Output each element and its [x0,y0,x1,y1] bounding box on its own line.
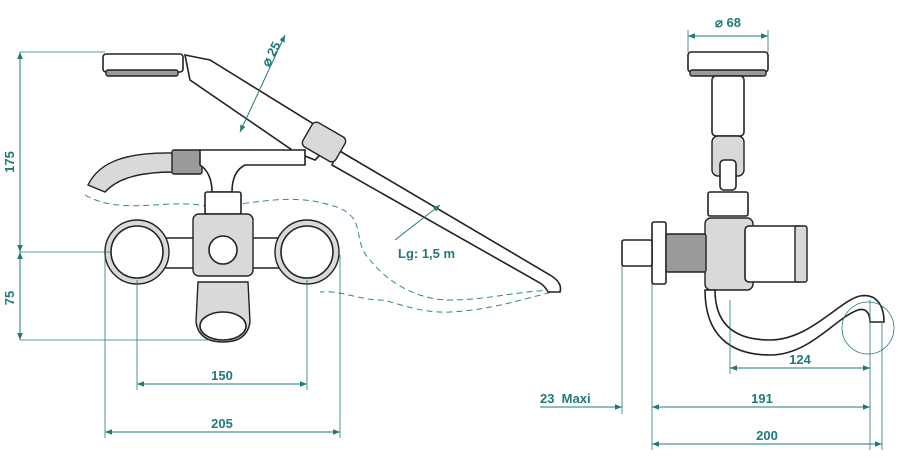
side-shower-head [687,51,769,73]
inlet-nut [665,233,707,273]
front-view [84,53,562,343]
dim-label-124: 124 [789,352,811,367]
dim-label-175: 175 [2,151,17,173]
shower-handle-sleeve [301,121,347,163]
diverter-knob-cap [199,311,247,341]
side-shower-handle [711,75,745,137]
mixer-center-cap [208,235,238,265]
coupling-nut [204,191,242,215]
dim-label-205: 205 [211,416,233,431]
side-dimensions [540,30,883,450]
inlet-pipe [621,239,653,267]
diverter-body [199,149,306,193]
side-spout [704,289,885,356]
side-view [621,51,895,356]
dim-label-diameter-25: ⌀ 25 [258,39,283,69]
dim-label-diameter-68: ⌀ 68 [715,15,741,30]
side-body-flange [794,225,808,283]
side-shower-face [689,69,767,77]
wall-flange [651,221,667,285]
dim-label-150: 150 [211,368,233,383]
front-dimensions [17,34,441,438]
spout-nut [171,149,203,175]
bath-spout [87,152,176,193]
dim-label-191: 191 [751,391,773,406]
shower-hose [330,148,562,293]
dim-label-23-maxi: 23 Maxi [540,391,591,406]
spout-detail-circle [841,301,895,355]
left-handle [110,225,164,279]
side-coupling [707,191,749,217]
dim-label-75: 75 [2,291,17,305]
shower-head-face [105,69,179,77]
side-holder-clip [719,159,737,191]
right-handle [280,225,334,279]
dim-label-hose-length: Lg: 1,5 m [398,246,455,261]
dim-label-200: 200 [756,428,778,443]
